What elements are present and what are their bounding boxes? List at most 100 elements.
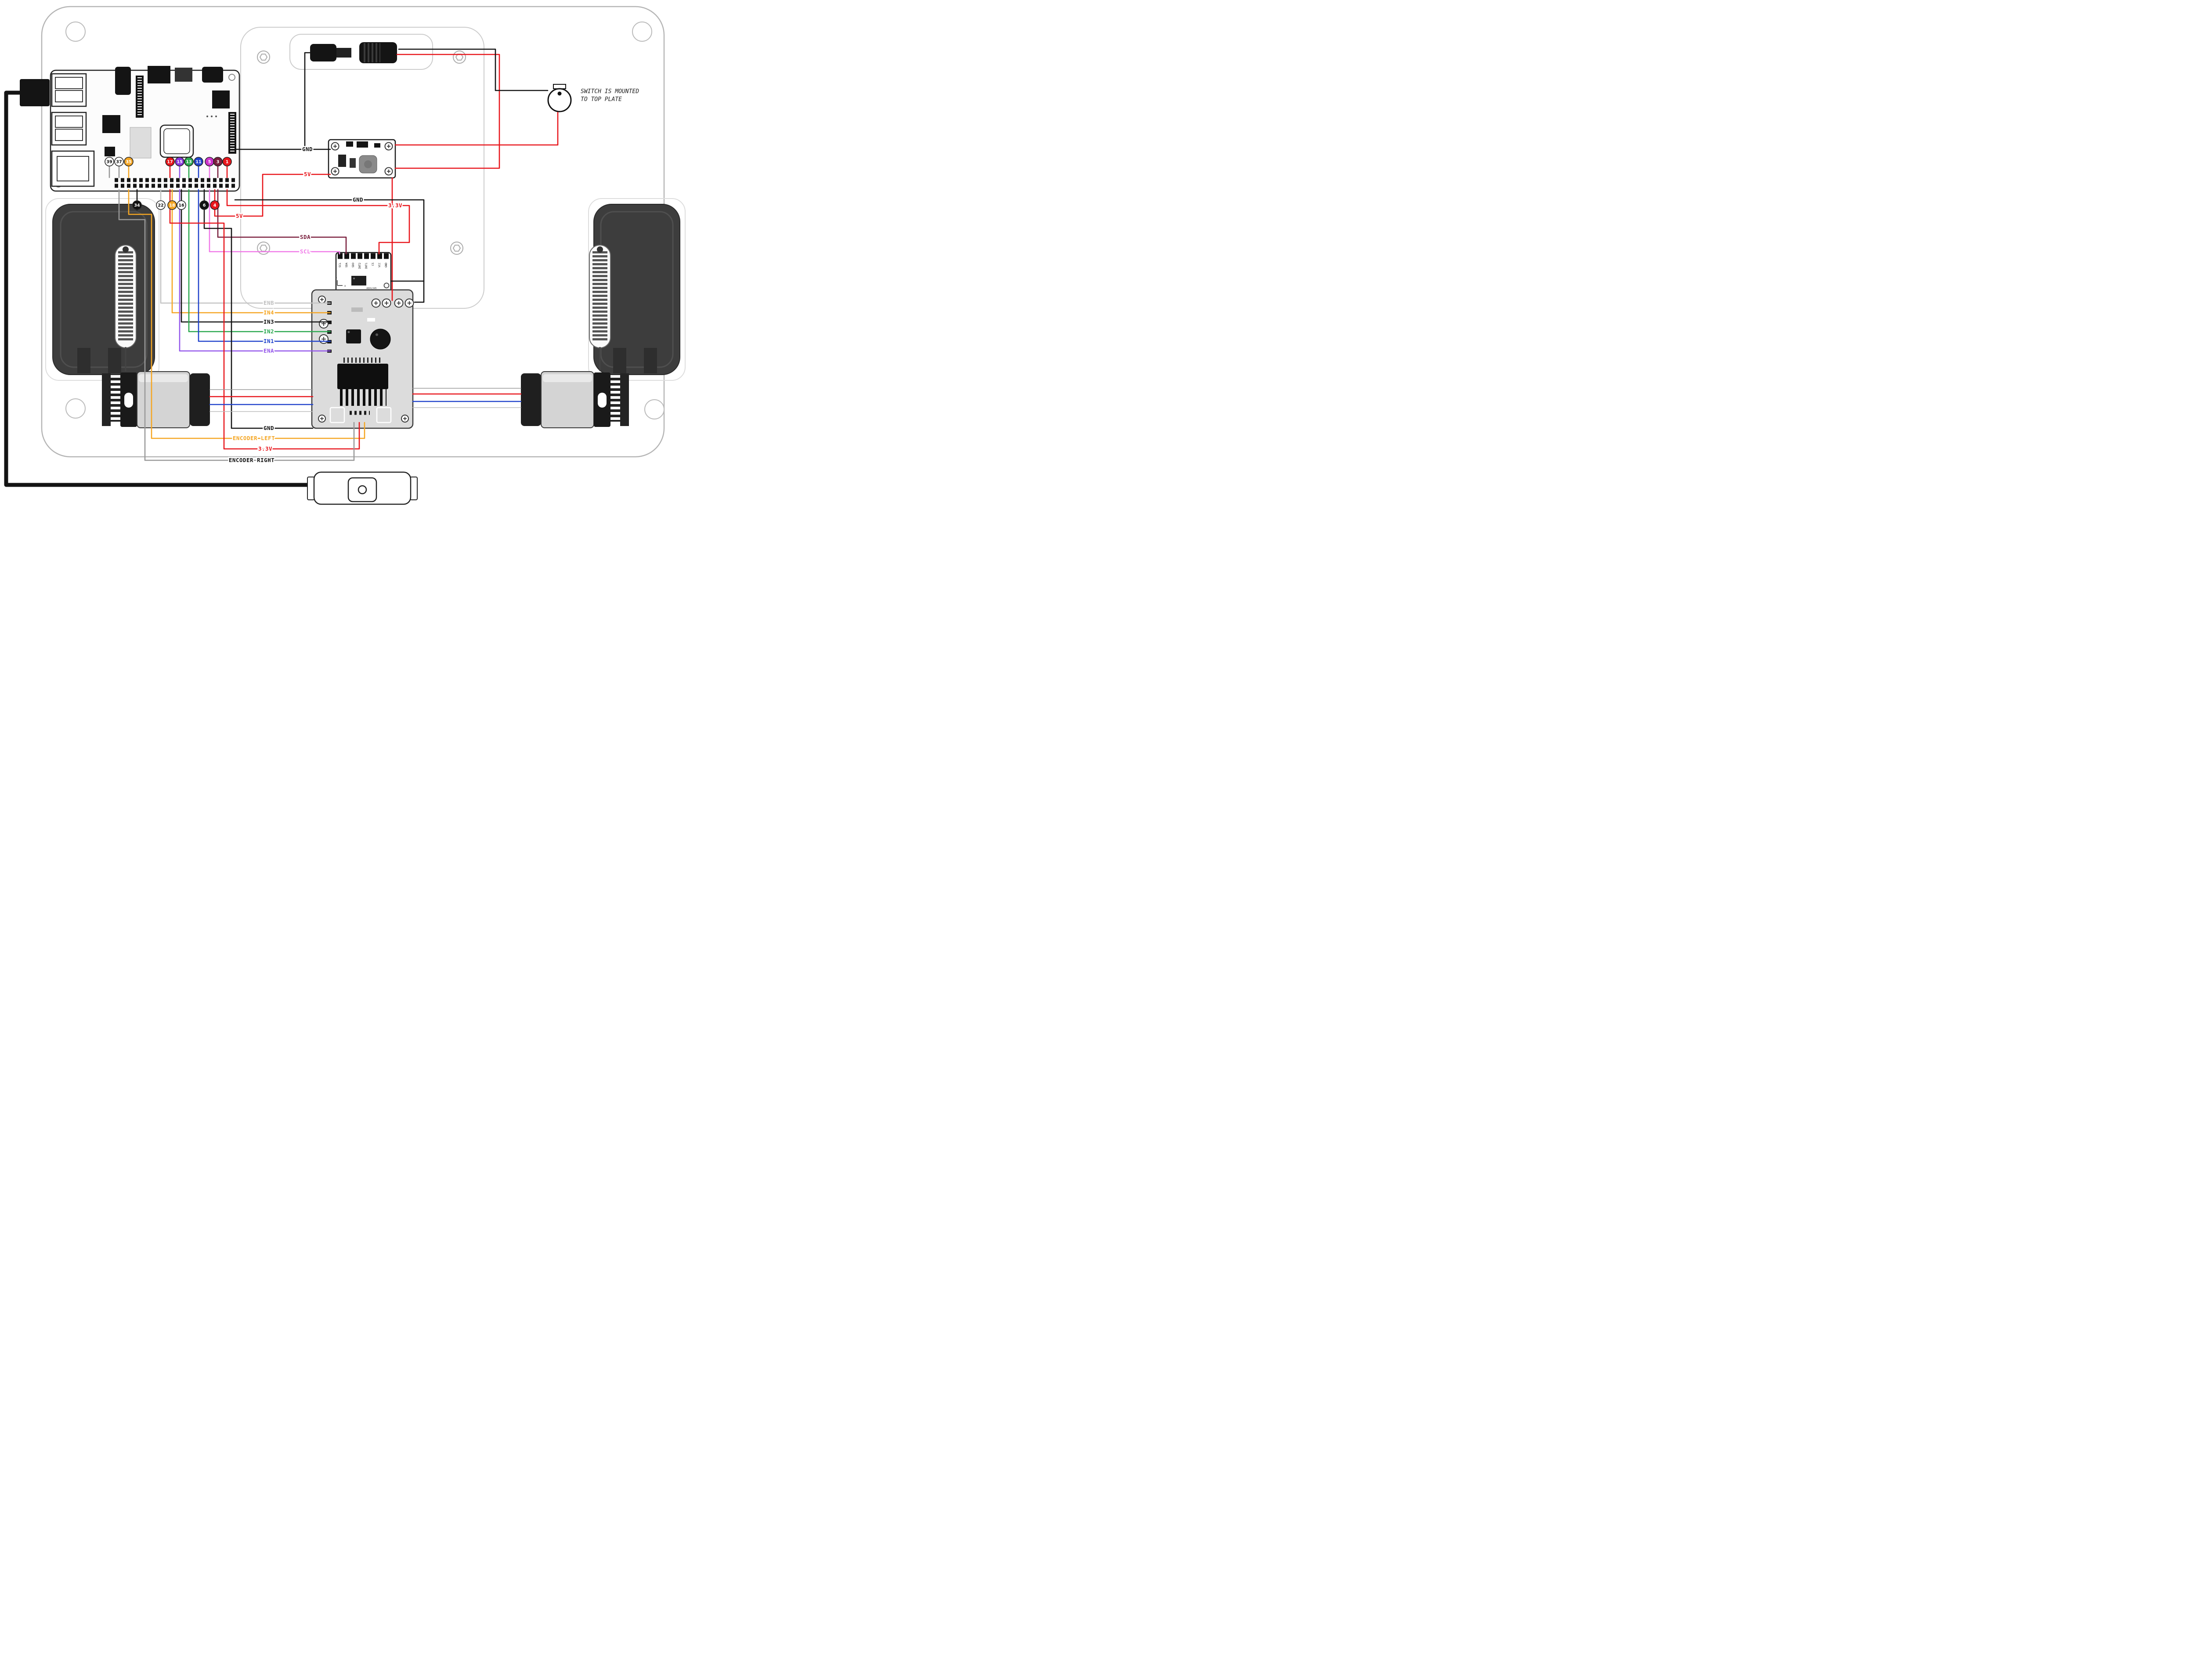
adxl-pin-label: INT1	[365, 263, 368, 269]
hdmi-port	[175, 68, 192, 82]
wire-switch-black	[398, 48, 549, 91]
wire-jack-vin	[394, 54, 500, 169]
driver-board	[311, 289, 414, 429]
wire-sda	[217, 189, 347, 255]
svg-text:3: 3	[217, 160, 220, 165]
adxl-mount-hole	[383, 282, 390, 289]
svg-text:37: 37	[116, 160, 122, 165]
switch-note-line1: SWITCH IS MOUNTED	[581, 88, 639, 95]
label-sda: SDA	[300, 234, 311, 240]
ethernet-chip	[102, 115, 120, 133]
left-wheel	[52, 204, 155, 375]
pin-badge-3: 3	[213, 157, 223, 166]
motor-mount	[620, 373, 629, 426]
svg-text:22: 22	[158, 203, 163, 208]
svg-text:13: 13	[186, 160, 191, 165]
adxl-pin-label: VCC	[378, 263, 381, 267]
adxl-pin-label: GND	[385, 263, 388, 267]
pin-badge-18: 18	[167, 200, 177, 210]
pin-badge-17: 17	[165, 157, 175, 166]
output-terminal	[382, 298, 391, 308]
pin-badge-15: 15	[175, 157, 184, 166]
svg-text:35: 35	[126, 160, 131, 165]
dc-plug-tip	[336, 48, 351, 58]
pin-badge-11: 11	[194, 157, 203, 166]
pin-badge-5: 5	[205, 157, 214, 166]
driver-screw	[401, 415, 409, 423]
right-suspension-spring	[589, 245, 611, 371]
l298-chip	[337, 364, 388, 389]
svg-text:16: 16	[178, 203, 184, 208]
output-terminal	[405, 298, 414, 308]
label-3v3-adxl: 3.3V	[388, 202, 402, 209]
regulator-chip	[357, 141, 368, 148]
wire-scl	[209, 189, 340, 255]
label-5v-mid: 5V	[236, 213, 243, 219]
adxl-pin-label: INT2	[358, 263, 361, 269]
switch-note-line2: TO TOP PLATE	[581, 96, 622, 103]
pin-badge-37: 37	[114, 157, 124, 166]
tire	[52, 204, 155, 375]
output-terminal	[394, 298, 404, 308]
driver-screw	[318, 415, 326, 423]
pin-badge-6: 6	[199, 200, 209, 210]
wire-in4	[171, 189, 331, 314]
wiring-diagram: SWITCH IS MOUNTED TO TOP PLATE SCL SDA S…	[0, 0, 687, 506]
capacitor	[370, 329, 391, 350]
adxl-pin-label: CS	[372, 263, 375, 266]
wire-in1	[198, 189, 331, 342]
regulator-chip	[346, 329, 361, 343]
wheel-bracket	[108, 348, 121, 373]
svg-text:4: 4	[213, 203, 217, 208]
wire-enb	[160, 189, 331, 304]
wire-in3	[181, 189, 331, 323]
encoder-housing	[521, 373, 541, 426]
wire-encoder-right	[118, 189, 355, 461]
label-in1: IN1	[264, 338, 274, 344]
encoder-socket	[329, 407, 345, 423]
wire-gnd-mid	[234, 199, 425, 303]
adxl-name: ADXL345	[366, 287, 376, 290]
wire-gnd-bottom	[203, 189, 314, 429]
wire-3v3-adxl	[226, 189, 410, 255]
label-encoder-left: ENCODER LEFT	[233, 435, 275, 441]
motor-driver	[311, 289, 414, 429]
motor-mount	[102, 373, 111, 426]
label-5v-buck: 5V	[304, 171, 311, 177]
usb-port-stack	[51, 73, 87, 107]
ethernet-port	[51, 150, 95, 187]
right-wheel	[593, 204, 680, 375]
pin-badge-35: 35	[124, 157, 134, 166]
label-in3: IN3	[264, 318, 274, 325]
adxl-pin-label: SDA	[345, 263, 348, 267]
pin-badge-39: 39	[105, 157, 114, 166]
wheel-bracket	[644, 348, 657, 373]
pin-badge-16: 16	[177, 200, 186, 210]
mount-hole	[644, 399, 665, 419]
usbc-power-port	[202, 67, 223, 83]
buck-terminal	[384, 167, 393, 176]
svg-text:18: 18	[169, 203, 175, 208]
svg-text:1: 1	[226, 160, 229, 165]
camera-lens	[358, 485, 367, 495]
switch-body	[547, 88, 572, 112]
pin-badge-13: 13	[184, 157, 194, 166]
dc-plug	[310, 44, 336, 61]
ram-chip	[130, 127, 152, 159]
mount-hole	[65, 398, 86, 419]
svg-text:39: 39	[106, 160, 112, 165]
barrel-jack	[310, 42, 397, 63]
axis-x-label: X	[344, 285, 346, 288]
pin-badge-1: 1	[222, 157, 232, 166]
wire-jack-gnd	[304, 52, 314, 150]
hex-bolt	[450, 242, 463, 255]
usb-plug	[20, 79, 50, 106]
wires	[108, 48, 559, 461]
mount-hole	[65, 22, 86, 42]
power-terminal	[319, 319, 329, 329]
wire-labels: GND 5V GND 3.3V 5V SDA SCL ENB IN4 IN3 I…	[228, 145, 403, 465]
soc-chip	[159, 124, 194, 158]
label-enb: ENB	[264, 300, 274, 306]
pi-mount-hole	[228, 74, 235, 81]
wheel-bracket	[613, 348, 626, 373]
